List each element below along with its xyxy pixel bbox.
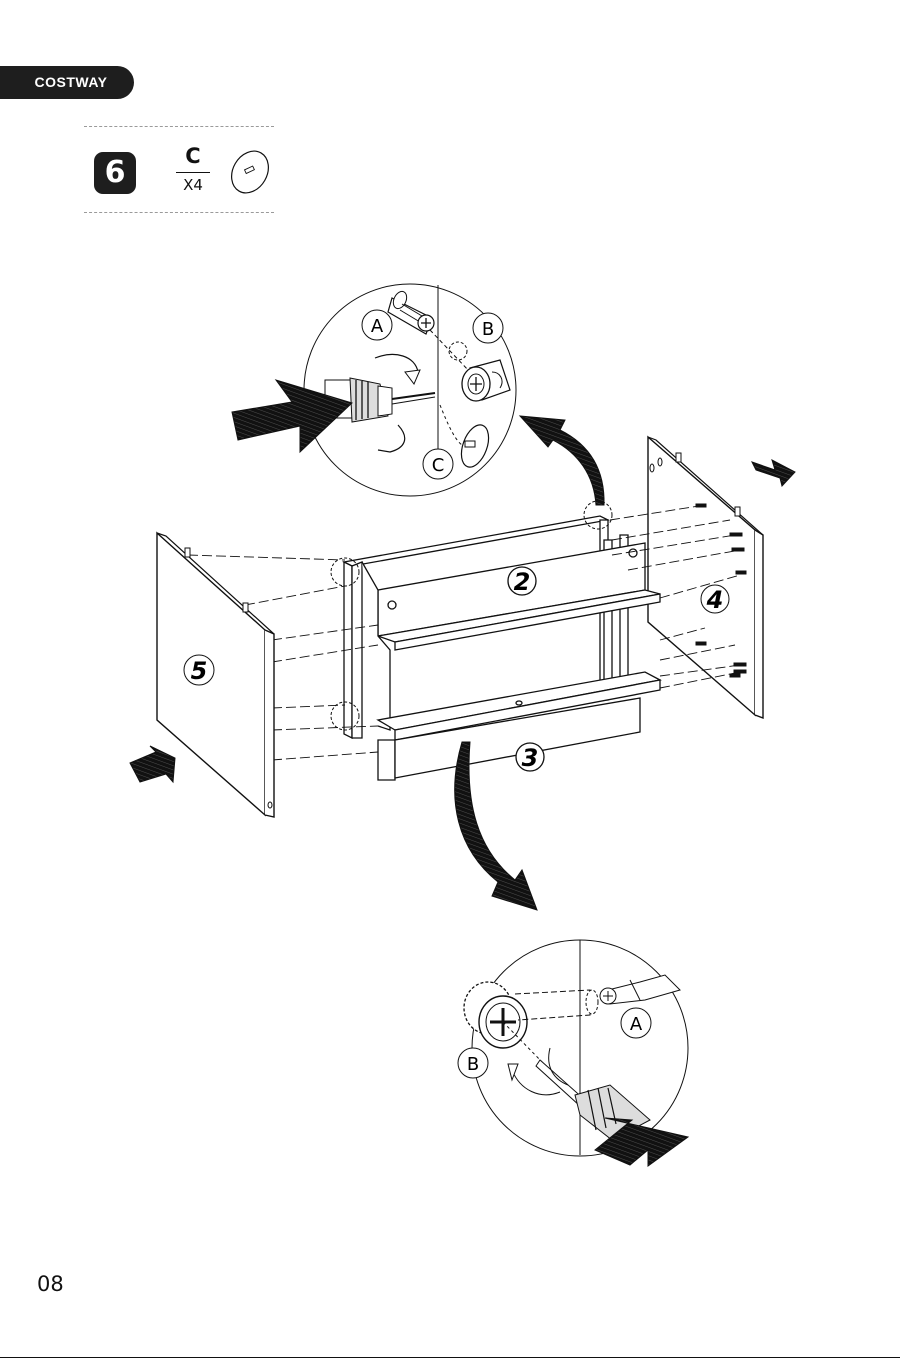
panel-5: 5 (130, 533, 274, 817)
callout-top-label-a: A (371, 316, 384, 337)
panel-5-label: 5 (191, 657, 208, 685)
callout-top: A B C (304, 284, 516, 496)
curved-arrow-icon (520, 416, 604, 505)
callout-bottom: A B (458, 940, 688, 1156)
panel-4-label: 4 (706, 586, 724, 614)
dowel-icon (224, 144, 275, 199)
callout-top-label-b: B (482, 319, 494, 340)
page-number: 08 (37, 1272, 64, 1296)
panel-3-label: 3 (522, 744, 539, 772)
footer-rule (0, 1357, 900, 1358)
callout-top-label-c: C (432, 455, 445, 476)
callout-bottom-label-a: A (630, 1014, 643, 1035)
panel-2-label: 2 (514, 568, 531, 596)
frame-assembly (344, 516, 660, 780)
callout-bottom-label-b: B (467, 1054, 479, 1075)
